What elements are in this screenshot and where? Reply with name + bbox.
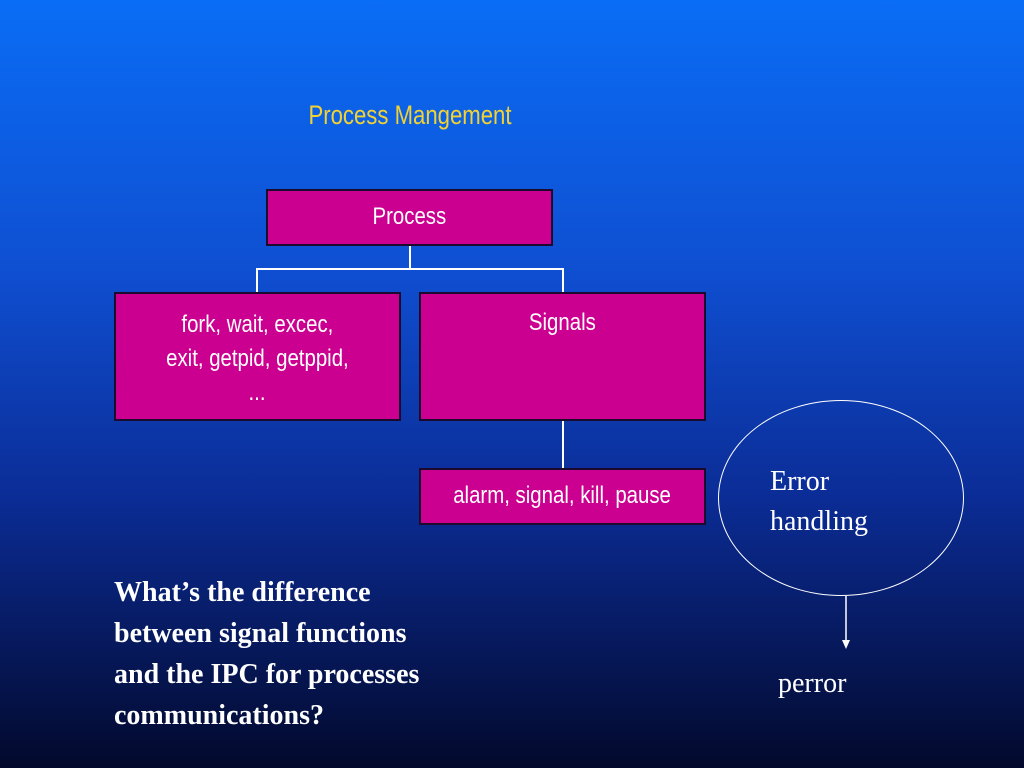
connector-horizontal xyxy=(256,268,564,270)
question-text: What’s the difference between signal fun… xyxy=(114,572,419,736)
perror-label: perror xyxy=(778,668,847,699)
question-line-3: and the IPC for processes xyxy=(114,659,420,690)
question-line-2: between signal functions xyxy=(114,618,407,649)
node-process: Process xyxy=(266,189,553,246)
connector-to-signals xyxy=(562,268,564,292)
error-handling-ellipse xyxy=(718,400,964,596)
node-alarm-label: alarm, signal, kill, pause xyxy=(453,482,672,509)
connector-to-fork xyxy=(256,268,258,292)
node-fork-line-1: fork, wait, excec, xyxy=(181,311,334,338)
node-fork-line-3: ... xyxy=(248,379,266,406)
node-fork-line-2: exit, getpid, getppid, xyxy=(166,345,349,372)
question-line-1: What’s the difference xyxy=(114,577,371,608)
connector-process-down xyxy=(409,246,411,269)
connector-signals-to-alarm xyxy=(562,421,564,468)
node-signals-label: Signals xyxy=(529,309,596,336)
question-line-4: communications? xyxy=(114,700,324,731)
node-alarm: alarm, signal, kill, pause xyxy=(419,468,706,525)
error-handling-line-1: Error xyxy=(770,466,830,497)
node-signals: Signals xyxy=(419,292,706,421)
error-handling-label: Error handling xyxy=(770,462,868,542)
node-fork: fork, wait, excec, exit, getpid, getppid… xyxy=(114,292,401,421)
node-process-label: Process xyxy=(372,203,447,230)
arrow-to-perror xyxy=(842,596,850,649)
diagram-title: Process Mangement xyxy=(308,100,512,130)
error-handling-line-2: handling xyxy=(770,506,868,537)
